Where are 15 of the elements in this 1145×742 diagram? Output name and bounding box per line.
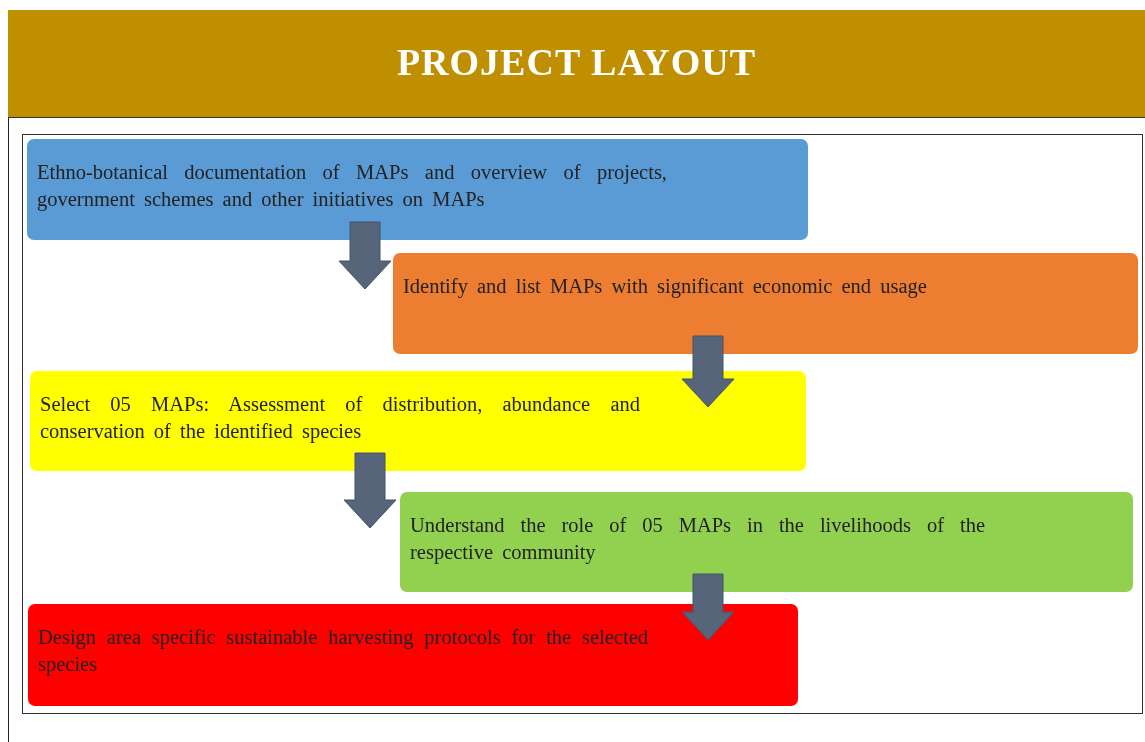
step-text: Identify and list MAPs with significant economic end usage — [403, 274, 928, 300]
step-text: Select 05 MAPs: Assessment of distribution, abundance and conservation of the identified species — [40, 392, 640, 445]
step-text: Understand the role of 05 MAPs in the livelihoods of the respective community — [410, 513, 985, 566]
process-box — [400, 492, 1133, 592]
block-arrow — [338, 221, 392, 290]
block-arrow — [343, 452, 397, 529]
step-text: Design area specific sustainable harvesting protocols for the selected species — [38, 625, 648, 678]
process-box — [393, 253, 1138, 354]
process-box — [28, 604, 798, 706]
process-box — [30, 371, 806, 471]
process-box — [27, 139, 808, 240]
title: PROJECT LAYOUT — [395, 40, 758, 84]
step-text: Ethno-botanical documentation of MAPs and overview of projects, government schemes and other initiatives on MAPs — [37, 160, 667, 213]
block-arrow — [681, 335, 735, 408]
block-arrow — [681, 573, 735, 641]
